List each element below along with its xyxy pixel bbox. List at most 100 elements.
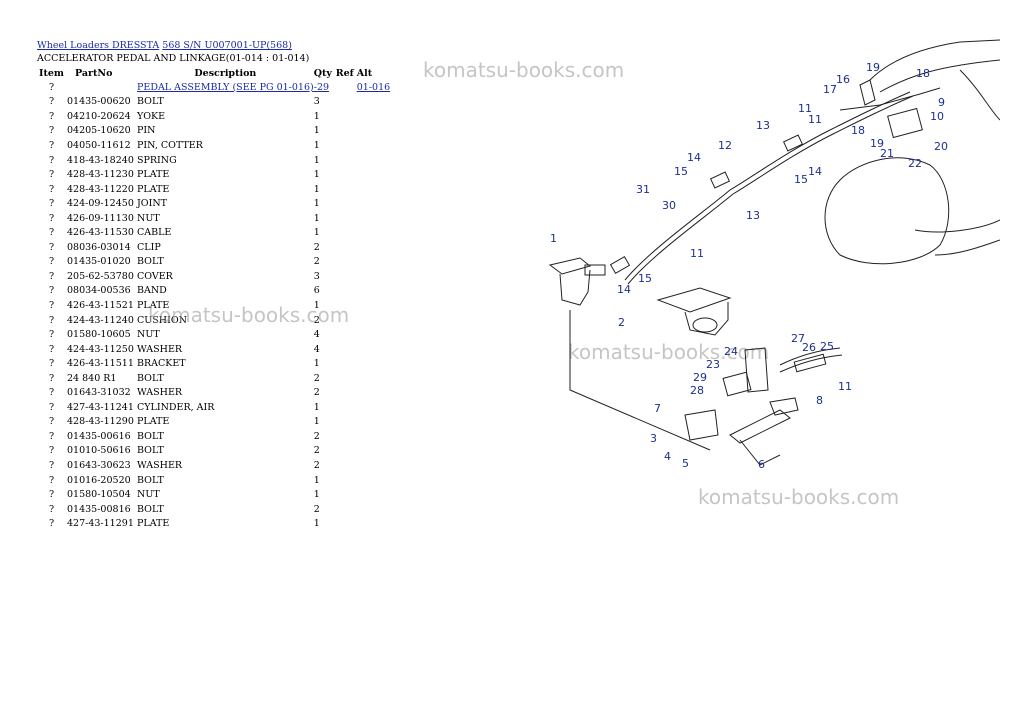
row-partno: 428-43-11230 bbox=[67, 169, 134, 181]
row-description[interactable]: PEDAL ASSEMBLY (SEE PG 01-016) bbox=[137, 80, 314, 95]
row-ref bbox=[336, 138, 357, 153]
row-qty: 4 bbox=[313, 343, 320, 355]
row-ref bbox=[336, 356, 357, 371]
breadcrumb-link-model[interactable]: Wheel Loaders DRESSTA bbox=[37, 40, 160, 51]
row-description: PLATE bbox=[137, 299, 170, 311]
row-qty: 6 bbox=[313, 285, 320, 297]
row-ref bbox=[336, 211, 357, 226]
parts-table: Item PartNo Description Qty Ref Alt ?PED… bbox=[36, 66, 397, 531]
row-alt bbox=[357, 473, 397, 488]
row-item: ? bbox=[48, 474, 55, 486]
row-item: ? bbox=[48, 430, 55, 442]
row-alt-link[interactable]: 01-016 bbox=[356, 81, 391, 93]
row-qty: 2 bbox=[313, 387, 320, 399]
row-partno: 04205-10620 bbox=[67, 125, 131, 137]
row-qty: 1 bbox=[313, 154, 320, 166]
row-ref bbox=[336, 444, 357, 459]
callout-label: 29 bbox=[693, 371, 707, 384]
row-description: PLATE bbox=[137, 183, 170, 195]
callout-label: 19 bbox=[866, 61, 880, 74]
row-description: CLIP bbox=[137, 241, 161, 253]
row-alt[interactable]: 01-016 bbox=[357, 80, 397, 95]
row-ref bbox=[336, 167, 357, 182]
row-qty: 1 bbox=[313, 139, 320, 151]
callout-label: 11 bbox=[808, 113, 822, 126]
row-alt bbox=[357, 124, 397, 139]
row-ref bbox=[336, 240, 357, 255]
row-item: ? bbox=[48, 139, 55, 151]
row-alt bbox=[357, 95, 397, 110]
row-alt bbox=[357, 356, 397, 371]
row-partno: 04050-11612 bbox=[67, 139, 131, 151]
row-description: BOLT bbox=[137, 372, 164, 384]
row-description: NUT bbox=[137, 329, 160, 341]
row-alt bbox=[357, 502, 397, 517]
row-partno: 426-43-11530 bbox=[67, 227, 134, 239]
callout-label: 1 bbox=[550, 232, 557, 245]
row-alt bbox=[357, 138, 397, 153]
row-partno: 24 840 R1 bbox=[67, 372, 117, 384]
callout-label: 13 bbox=[756, 119, 770, 132]
watermark: komatsu-books.com bbox=[698, 485, 900, 509]
row-ref bbox=[336, 429, 357, 444]
row-item: ? bbox=[48, 489, 55, 501]
row-description: WASHER bbox=[137, 459, 183, 471]
watermark: komatsu-books.com bbox=[148, 303, 350, 327]
row-item: ? bbox=[48, 445, 55, 457]
callout-label: 17 bbox=[823, 83, 837, 96]
callout-label: 27 bbox=[791, 332, 805, 345]
row-item: ? bbox=[48, 110, 55, 122]
callout-label: 26 bbox=[802, 341, 816, 354]
row-partno bbox=[67, 80, 137, 95]
row-description: COVER bbox=[137, 270, 173, 282]
exploded-parts-diagram: 1 2 3 4 5 6 7 8 9 10 11 11 11 11 12 13 1… bbox=[548, 39, 1000, 471]
callout-label: 11 bbox=[798, 102, 812, 115]
row-item: ? bbox=[48, 416, 55, 428]
row-description: PLATE bbox=[137, 416, 170, 428]
row-partno: 08036-03014 bbox=[67, 241, 131, 253]
header-alt: Alt bbox=[356, 67, 373, 79]
row-partno: 205-62-53780 bbox=[67, 270, 134, 282]
breadcrumb-link-serial[interactable]: 568 S/N U007001-UP(568) bbox=[162, 40, 292, 51]
header-ref: Ref bbox=[335, 67, 354, 79]
row-item: ? bbox=[48, 96, 55, 108]
row-qty-link[interactable]: -29 bbox=[313, 81, 330, 93]
callout-label: 24 bbox=[724, 345, 738, 358]
row-ref bbox=[336, 124, 357, 139]
row-partno: 08034-00536 bbox=[67, 285, 131, 297]
callout-label: 7 bbox=[654, 402, 661, 415]
row-partno: 426-09-11130 bbox=[67, 212, 134, 224]
row-ref bbox=[336, 225, 357, 240]
row-partno: 01643-30623 bbox=[67, 459, 131, 471]
row-description-link[interactable]: PEDAL ASSEMBLY (SEE PG 01-016) bbox=[137, 81, 314, 93]
row-qty: 1 bbox=[313, 227, 320, 239]
row-item: ? bbox=[48, 314, 55, 326]
row-alt bbox=[357, 458, 397, 473]
row-description: PIN, COTTER bbox=[137, 139, 203, 151]
row-alt bbox=[357, 342, 397, 357]
row-qty: 1 bbox=[313, 125, 320, 137]
row-description: NUT bbox=[137, 489, 160, 501]
row-item: ? bbox=[48, 343, 55, 355]
watermark: komatsu-books.com bbox=[568, 340, 770, 364]
row-alt bbox=[357, 196, 397, 211]
row-qty: 1 bbox=[313, 212, 320, 224]
table-row: ? 04050-11612 PIN, COTTER 1 bbox=[36, 138, 397, 153]
row-partno: 427-43-11291 bbox=[67, 518, 134, 530]
callout-labels: 1 2 3 4 5 6 7 8 9 10 11 11 11 11 12 13 1… bbox=[550, 61, 948, 471]
row-description: BOLT bbox=[137, 430, 164, 442]
row-item: ? bbox=[48, 459, 55, 471]
row-qty[interactable]: -29 bbox=[314, 80, 336, 95]
row-item: ? bbox=[48, 299, 55, 311]
row-partno: 01435-00616 bbox=[67, 430, 131, 442]
callout-label: 5 bbox=[682, 457, 689, 470]
